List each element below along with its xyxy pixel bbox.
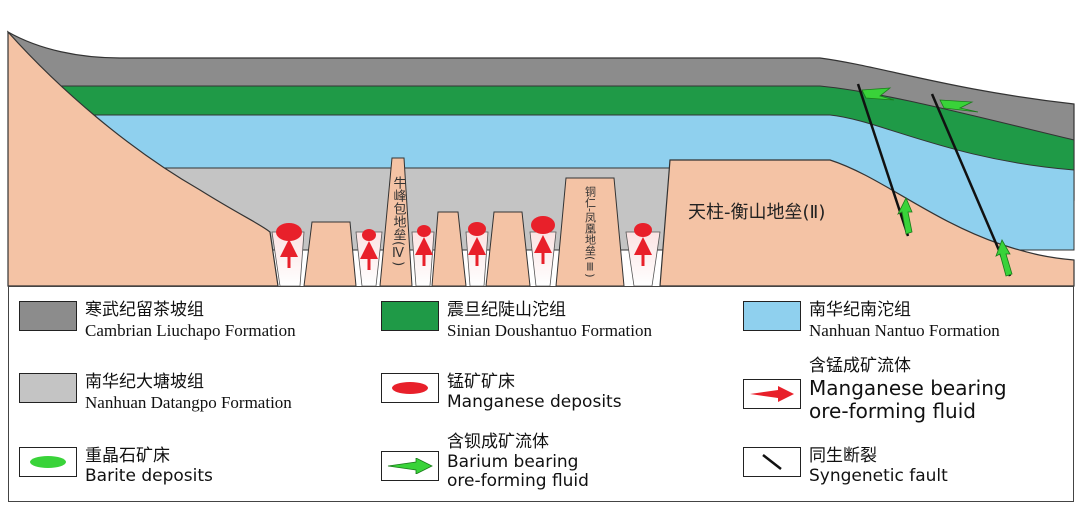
ba-fluid-en1: Barium bearing bbox=[447, 451, 579, 472]
cambrian-en: Cambrian Liuchapo Formation bbox=[85, 320, 296, 340]
fault-swatch bbox=[743, 447, 801, 477]
manganese-fluid-swatch bbox=[743, 379, 801, 409]
legend-manganese-deposits: 锰矿矿床 Manganese deposits bbox=[381, 372, 622, 412]
cross-section-diagram: 天柱-衡山地垒(Ⅱ) 牛峰包地垒(Ⅳ) 铜仁-凤凰地垒(Ⅲ) bbox=[7, 30, 1075, 287]
nantuo-en: Nanhuan Nantuo Formation bbox=[809, 320, 1000, 340]
manganese-deposit-swatch bbox=[381, 373, 439, 403]
label-tianzhu-horst: 天柱-衡山地垒(Ⅱ) bbox=[688, 202, 825, 223]
green-arrow-icon bbox=[387, 458, 433, 474]
sinian-en: Sinian Doushantuo Formation bbox=[447, 320, 652, 340]
legend-barite: 重晶石矿床 Barite deposits bbox=[19, 446, 213, 486]
cambrian-swatch bbox=[19, 301, 77, 331]
barite-ellipse-icon bbox=[30, 456, 66, 468]
fault-zh: 同生断裂 bbox=[809, 446, 877, 466]
legend: 寒武纪留茶坡组 Cambrian Liuchapo Formation 震旦纪陡… bbox=[8, 286, 1074, 502]
horst-1 bbox=[303, 221, 357, 287]
label-niufengbao-horst: 牛峰包地垒(Ⅳ) bbox=[391, 176, 407, 266]
cambrian-zh: 寒武纪留茶坡组 bbox=[85, 300, 204, 320]
mn-fluid-zh: 含锰成矿流体 bbox=[809, 356, 911, 376]
manganese-deposits bbox=[276, 216, 652, 241]
ba-fluid-en2: ore-forming fluid bbox=[447, 471, 589, 492]
sinian-zh: 震旦纪陡山沱组 bbox=[447, 300, 566, 320]
sinian-swatch bbox=[381, 301, 439, 331]
basement bbox=[7, 30, 279, 287]
mn-fluid-en2: ore-forming fluid bbox=[809, 398, 976, 423]
manganese-ellipse-icon bbox=[392, 382, 428, 394]
barite-swatch bbox=[19, 447, 77, 477]
ba-fluid-zh: 含钡成矿流体 bbox=[447, 432, 549, 452]
datangpo-en: Nanhuan Datangpo Formation bbox=[85, 392, 292, 412]
label-tongren-horst: 铜仁-凤凰地垒(Ⅲ) bbox=[584, 185, 597, 278]
datangpo-zh: 南华纪大塘坡组 bbox=[85, 372, 204, 392]
legend-fault: 同生断裂 Syngenetic fault bbox=[743, 446, 948, 486]
barium-fluid-swatch bbox=[381, 451, 439, 481]
horst-tianzhu bbox=[659, 159, 1075, 287]
datangpo-swatch bbox=[19, 373, 77, 403]
nantuo-zh: 南华纪南沱组 bbox=[809, 300, 911, 320]
mn-deposit-en: Manganese deposits bbox=[447, 391, 622, 412]
fault-line-icon bbox=[762, 454, 782, 470]
legend-barium-fluid: 含钡成矿流体 Barium bearing ore-forming fluid bbox=[381, 432, 589, 492]
fault-en: Syngenetic fault bbox=[809, 465, 948, 486]
barite-zh: 重晶石矿床 bbox=[85, 446, 170, 466]
barite-deposits bbox=[861, 87, 979, 113]
legend-nantuo: 南华纪南沱组 Nanhuan Nantuo Formation bbox=[743, 300, 1000, 340]
barium-fluid-arrows bbox=[897, 197, 1013, 277]
horst-3 bbox=[485, 211, 531, 287]
legend-cambrian: 寒武纪留茶坡组 Cambrian Liuchapo Formation bbox=[19, 300, 296, 340]
red-arrow-icon bbox=[750, 386, 794, 402]
barite-en: Barite deposits bbox=[85, 465, 213, 486]
mn-deposit-zh: 锰矿矿床 bbox=[447, 372, 515, 392]
legend-sinian: 震旦纪陡山沱组 Sinian Doushantuo Formation bbox=[381, 300, 652, 340]
mn-fluid-en1: Manganese bearing bbox=[809, 375, 1007, 400]
legend-datangpo: 南华纪大塘坡组 Nanhuan Datangpo Formation bbox=[19, 372, 292, 412]
legend-manganese-fluid: 含锰成矿流体 Manganese bearing ore-forming flu… bbox=[743, 356, 1007, 423]
nantuo-swatch bbox=[743, 301, 801, 331]
manganese-fluid-arrows bbox=[280, 235, 652, 270]
